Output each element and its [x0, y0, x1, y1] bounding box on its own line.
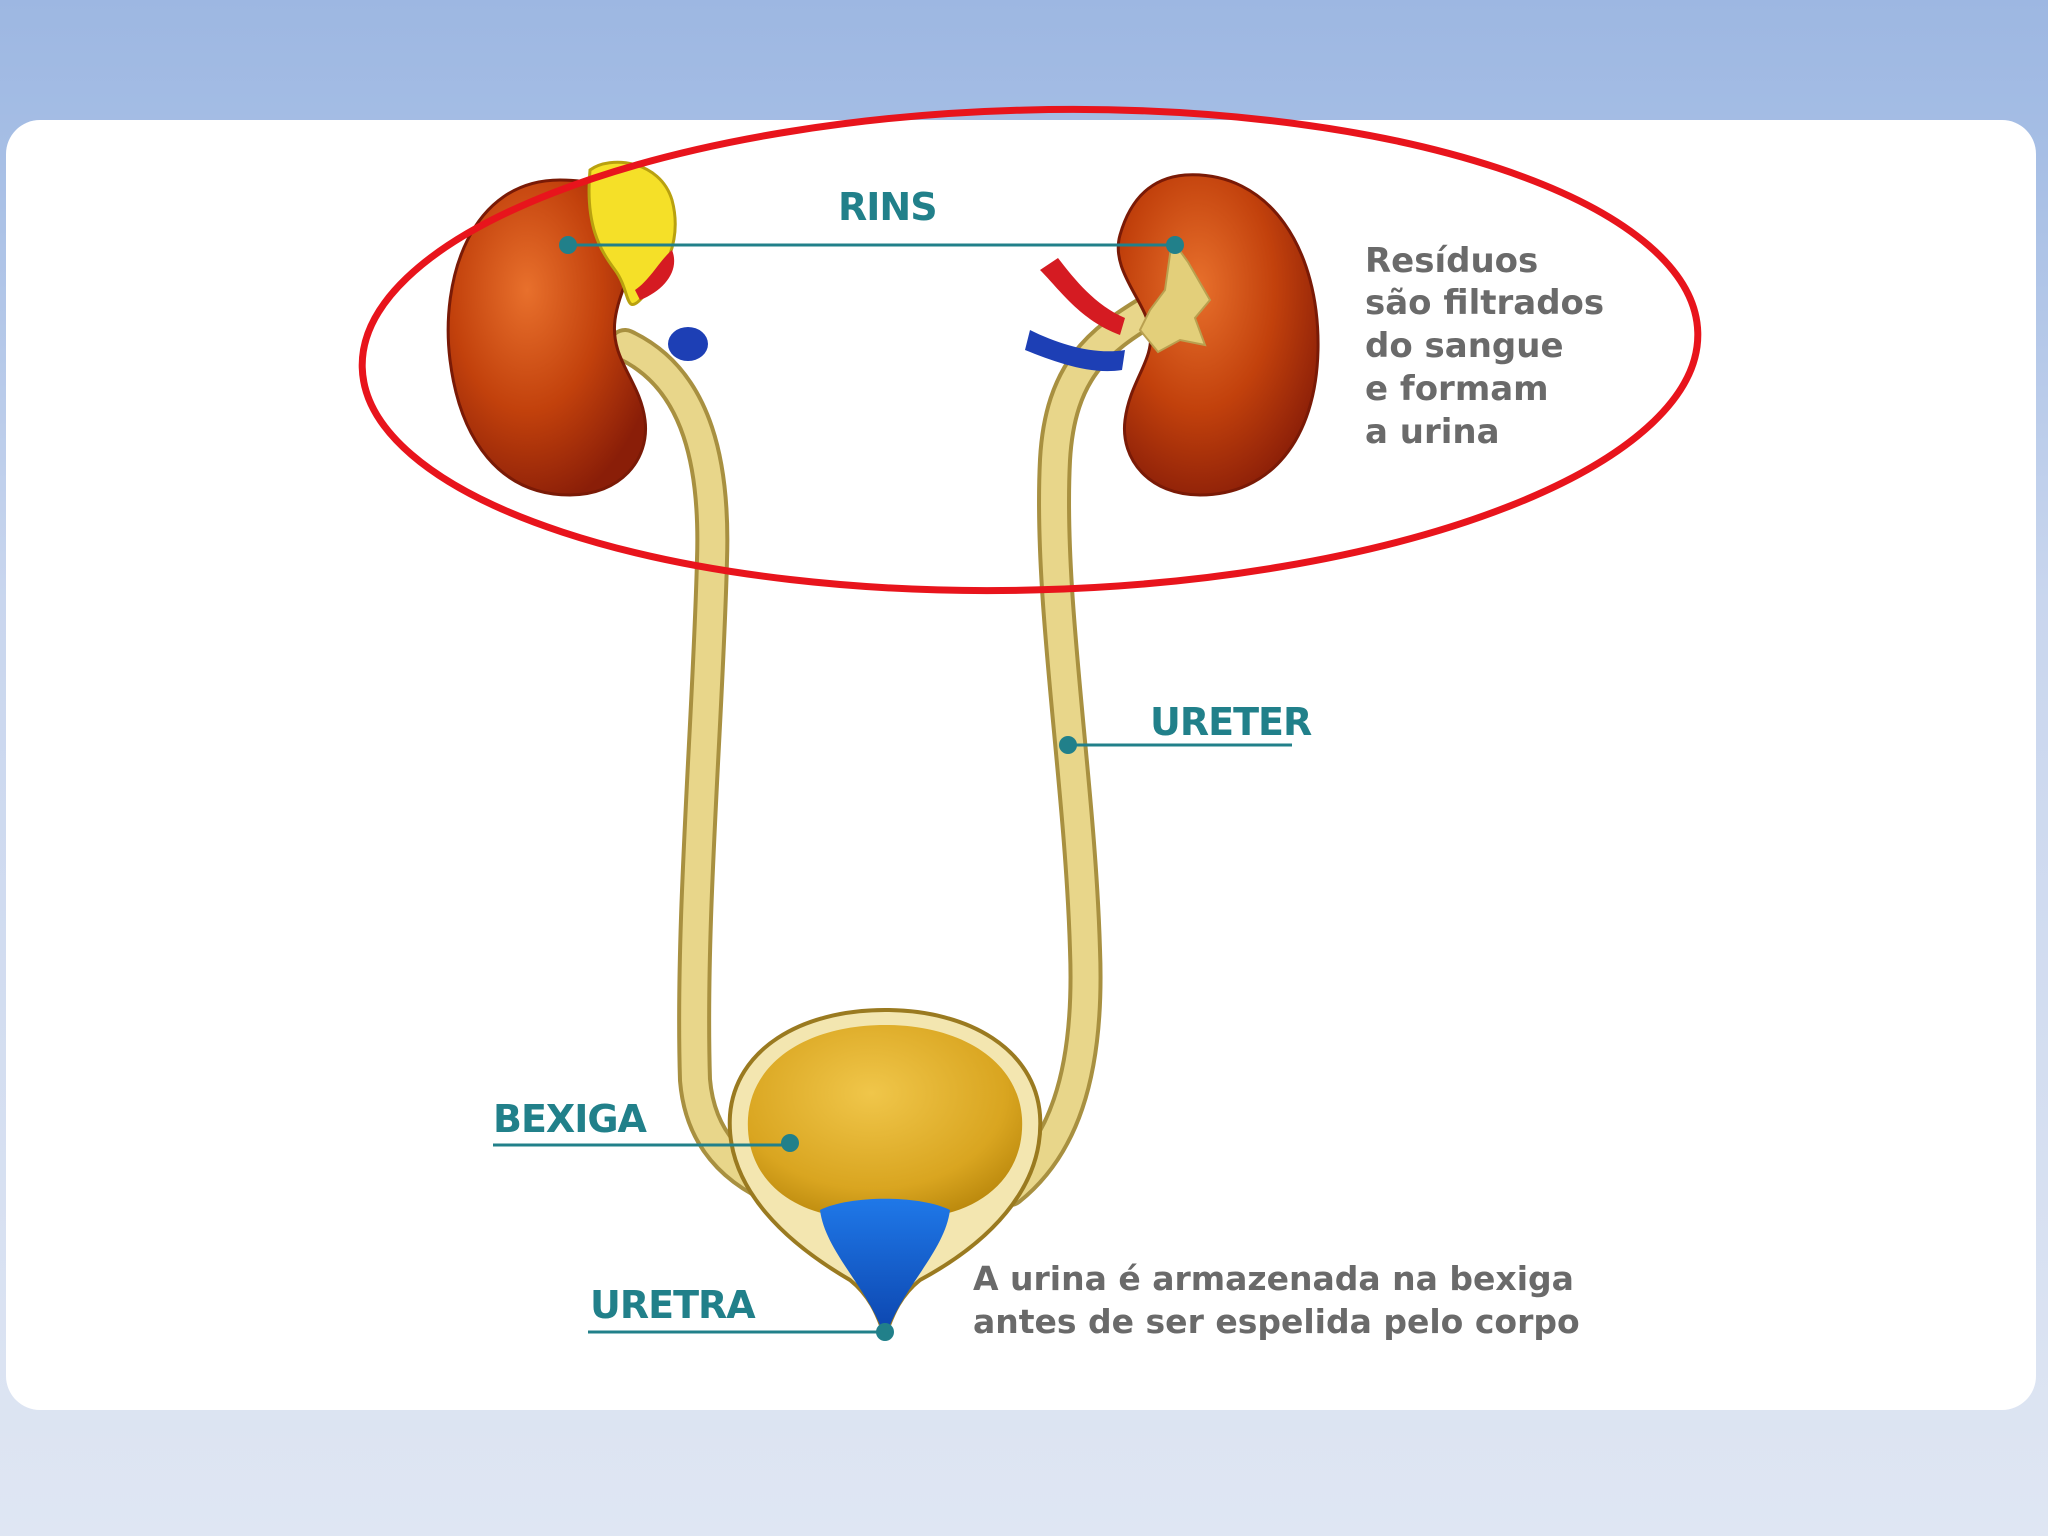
leader-bladder [493, 1134, 799, 1152]
leader-kidneys [559, 236, 1184, 254]
leader-ureter [1059, 736, 1292, 754]
label-ureter: URETER [1150, 700, 1312, 744]
caption-kidney-line-5: a urina [1365, 412, 1500, 452]
caption-bladder-note: A urina é armazenada na bexiga antes de … [973, 1259, 1580, 1341]
caption-kidney-line-3: do sangue [1365, 326, 1564, 366]
highlight-ellipse [358, 105, 1702, 595]
caption-bladder-line-2: antes de ser espelida pelo corpo [973, 1302, 1580, 1341]
renal-artery-right [1040, 258, 1125, 335]
caption-kidney-line-1: Resíduos [1365, 241, 1538, 281]
renal-artery-left [635, 250, 675, 300]
caption-bladder-line-1: A urina é armazenada na bexiga [973, 1259, 1574, 1298]
ureter-right [993, 293, 1167, 1207]
label-bladder: BEXIGA [493, 1097, 648, 1141]
label-urethra: URETRA [590, 1283, 756, 1327]
leader-urethra [588, 1323, 894, 1341]
renal-vein-right [1025, 330, 1125, 372]
caption-kidney-note: Resíduos são filtrados do sangue e forma… [1365, 241, 1604, 452]
renal-pelvis-right [1138, 237, 1212, 354]
label-kidneys: RINS [838, 185, 937, 229]
caption-kidney-line-2: são filtrados [1365, 283, 1604, 323]
ureter-left [608, 328, 807, 1212]
renal-vein-left [668, 327, 708, 361]
urethra [820, 1198, 950, 1330]
caption-kidney-line-4: e formam [1365, 369, 1549, 409]
